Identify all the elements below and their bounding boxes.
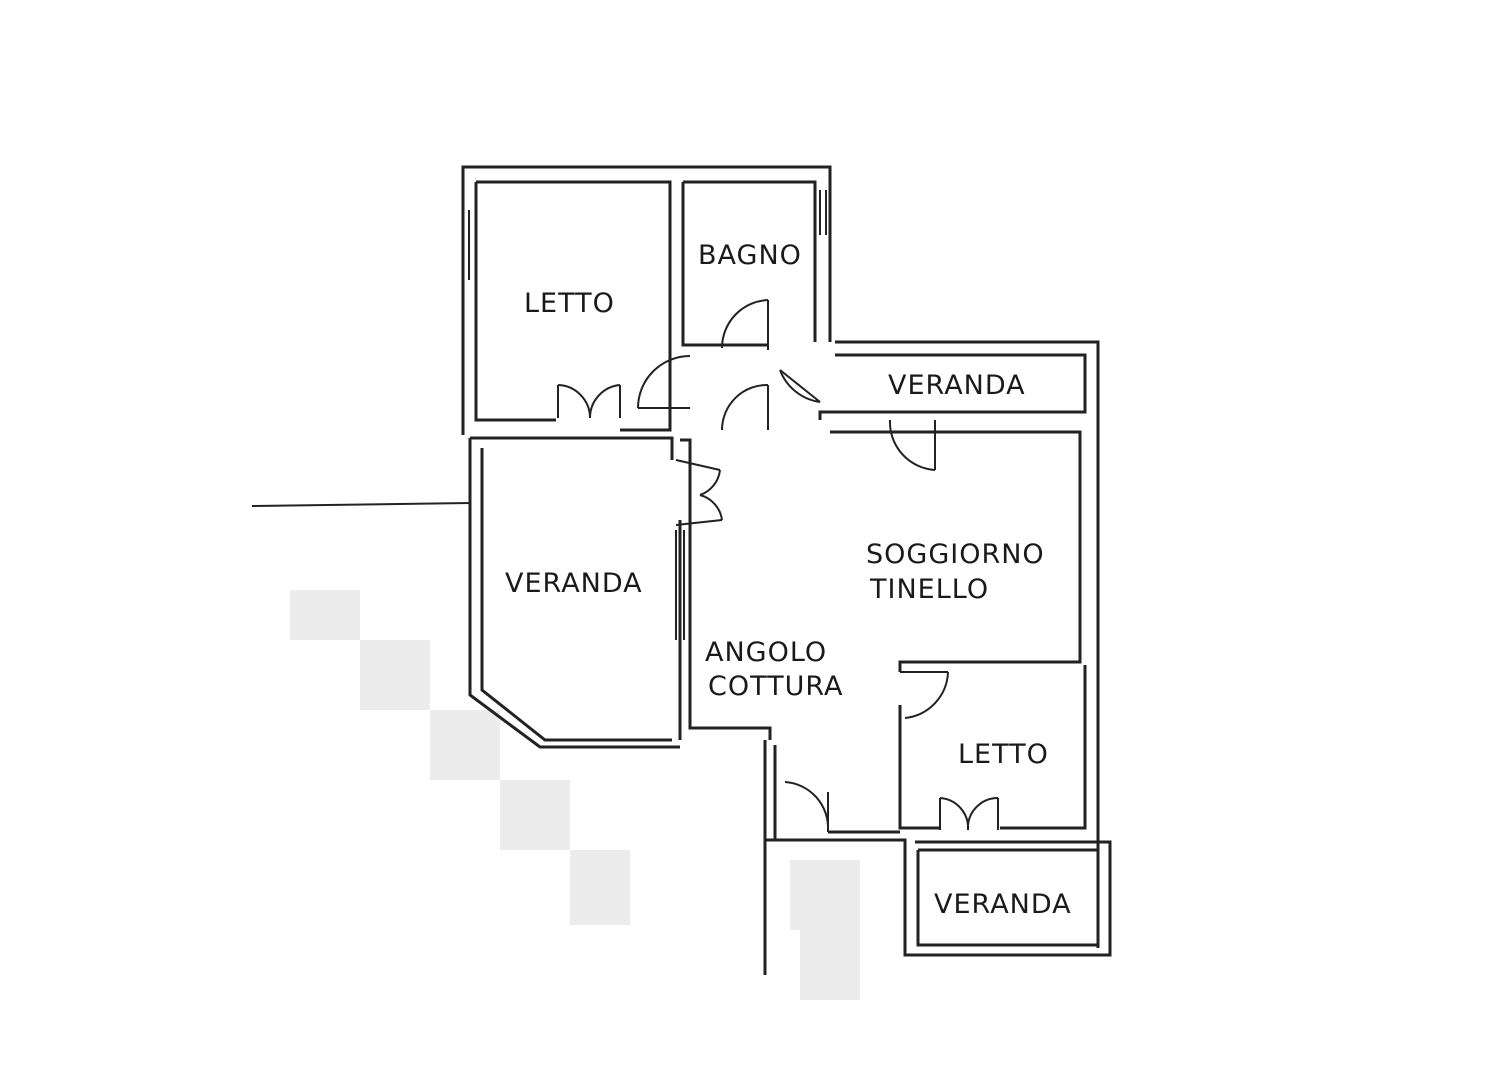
- room-label-veranda-bottom: VERANDA: [934, 889, 1072, 920]
- room-label-soggiorno-line1: SOGGIORNO: [866, 539, 1045, 570]
- window-marks: [468, 190, 827, 640]
- room-label-veranda-top-right: VERANDA: [888, 370, 1026, 401]
- outer-walls: [461, 165, 1112, 975]
- room-label-veranda-left: VERANDA: [505, 568, 643, 599]
- room-label-angolo-line1: ANGOLO: [705, 637, 827, 668]
- doors: [557, 299, 999, 832]
- scan-smudges: [290, 590, 860, 1000]
- reference-line: [251, 502, 471, 507]
- room-label-soggiorno-line2: TINELLO: [869, 574, 989, 605]
- room-label-letto-top: LETTO: [524, 288, 615, 319]
- room-label-letto-bottom: LETTO: [958, 739, 1049, 770]
- room-label-angolo-line2: COTTURA: [708, 671, 844, 702]
- room-label-bagno: BAGNO: [698, 240, 802, 271]
